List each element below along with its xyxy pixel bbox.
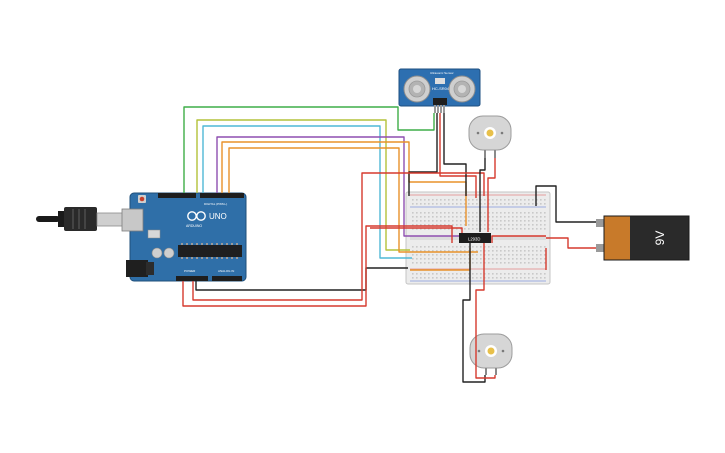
wire-black: [462, 243, 486, 383]
atmega-chip: [178, 243, 242, 259]
motor-icon: [469, 333, 513, 369]
motor-bottom[interactable]: [469, 333, 513, 375]
wire-black: [479, 158, 486, 232]
sensor-header-text: Ultrasonic Sensor: [430, 71, 454, 75]
battery-label: 9V: [653, 231, 667, 246]
arduino-brand-label: ARDUINO: [186, 224, 202, 228]
motor-driver-chip[interactable]: L293D: [459, 233, 491, 243]
wire-orange: [228, 147, 478, 253]
wire-red: [487, 158, 496, 232]
wire-red: [370, 227, 463, 233]
motor-icon: [468, 115, 512, 151]
wire-red: [491, 235, 546, 243]
ultrasonic-transducer-icon: [448, 75, 476, 103]
wire-purple: [216, 136, 459, 237]
battery-9v[interactable]: 9V: [596, 215, 690, 261]
ultrasonic-transducer-icon: [403, 75, 431, 103]
sensor-model-label: HC-SR04: [432, 86, 450, 91]
wire-red: [192, 172, 485, 301]
ultrasonic-sensor[interactable]: Ultrasonic Sensor HC-SR04: [398, 68, 481, 113]
usb-plug-icon: [36, 207, 124, 231]
power-header-label: POWER: [184, 269, 196, 273]
wire-black: [535, 185, 596, 223]
breadboard-holes: [412, 199, 546, 279]
wire-red: [182, 225, 453, 307]
wire-red: [546, 237, 596, 249]
motor-top[interactable]: [468, 115, 512, 158]
wires[interactable]: [182, 106, 596, 383]
battery-icon: [596, 215, 690, 261]
arduino-uno-board[interactable]: UNO ARDUINO DIGITAL (PWM~) POWER ANALOG …: [121, 192, 247, 282]
analog-header-label: ANALOG IN: [218, 269, 234, 273]
wire-cyan: [202, 125, 412, 259]
wire-black: [408, 113, 438, 196]
dc-jack-icon: [126, 260, 154, 277]
wire-red: [439, 113, 477, 198]
wire-red: [475, 243, 496, 379]
wire-yellow: [196, 119, 410, 251]
driver-chip-label: L293D: [468, 237, 480, 242]
wire-black: [443, 113, 467, 196]
wire-green: [183, 106, 435, 193]
arduino-logo-icon: [187, 211, 206, 221]
digital-header-label: DIGITAL (PWM~): [204, 202, 227, 206]
arduino-model-label: UNO: [209, 212, 227, 221]
